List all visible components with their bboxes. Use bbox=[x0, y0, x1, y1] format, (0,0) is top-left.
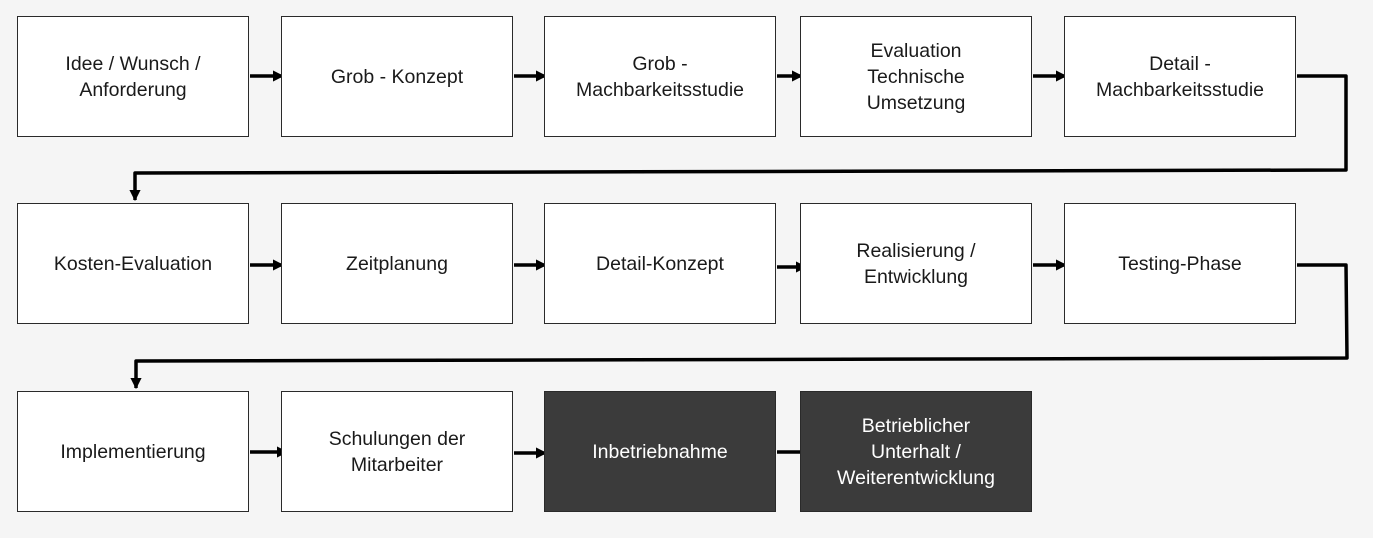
step-label: Testing-Phase bbox=[1118, 252, 1242, 275]
step-kosten-evaluation: Kosten-Evaluation bbox=[17, 203, 249, 324]
step-label: Detail - Machbarkeitsstudie bbox=[1096, 52, 1264, 101]
step-label: Inbetriebnahme bbox=[592, 440, 728, 463]
step-betrieblicher-unterhalt: Betrieblicher Unterhalt / Weiterentwickl… bbox=[800, 391, 1032, 512]
step-label: Evaluation Technische Umsetzung bbox=[866, 39, 966, 114]
step-label: Grob - Machbarkeitsstudie bbox=[576, 52, 744, 101]
step-label: Detail-Konzept bbox=[596, 252, 724, 275]
step-inbetriebnahme: Inbetriebnahme bbox=[544, 391, 776, 512]
step-testing-phase: Testing-Phase bbox=[1064, 203, 1296, 324]
step-label: Kosten-Evaluation bbox=[53, 252, 213, 275]
step-grob-konzept: Grob - Konzept bbox=[281, 16, 513, 137]
step-grob-machbarkeitsstudie: Grob - Machbarkeitsstudie bbox=[544, 16, 776, 137]
step-zeitplanung: Zeitplanung bbox=[281, 203, 513, 324]
step-detail-konzept: Detail-Konzept bbox=[544, 203, 776, 324]
step-evaluation-technische-umsetzung: Evaluation Technische Umsetzung bbox=[800, 16, 1032, 137]
step-label: Implementierung bbox=[60, 440, 206, 463]
arrow-step10-step11 bbox=[130, 263, 1349, 390]
step-label: Realisierung / Entwicklung bbox=[856, 239, 976, 288]
step-label: Grob - Konzept bbox=[330, 65, 464, 88]
step-schulungen-der-mitarbeiter: Schulungen der Mitarbeiter bbox=[281, 391, 513, 512]
step-label: Idee / Wunsch / Anforderung bbox=[65, 52, 201, 101]
arrow-step5-step6 bbox=[129, 74, 1348, 202]
step-detail-machbarkeitsstudie: Detail - Machbarkeitsstudie bbox=[1064, 16, 1296, 137]
step-idee-wunsch-anforderung: Idee / Wunsch / Anforderung bbox=[17, 16, 249, 137]
step-realisierung-entwicklung: Realisierung / Entwicklung bbox=[800, 203, 1032, 324]
step-label: Betrieblicher Unterhalt / Weiterentwickl… bbox=[837, 414, 995, 489]
step-label: Zeitplanung bbox=[346, 252, 448, 275]
step-label: Schulungen der Mitarbeiter bbox=[328, 427, 466, 476]
step-implementierung: Implementierung bbox=[17, 391, 249, 512]
